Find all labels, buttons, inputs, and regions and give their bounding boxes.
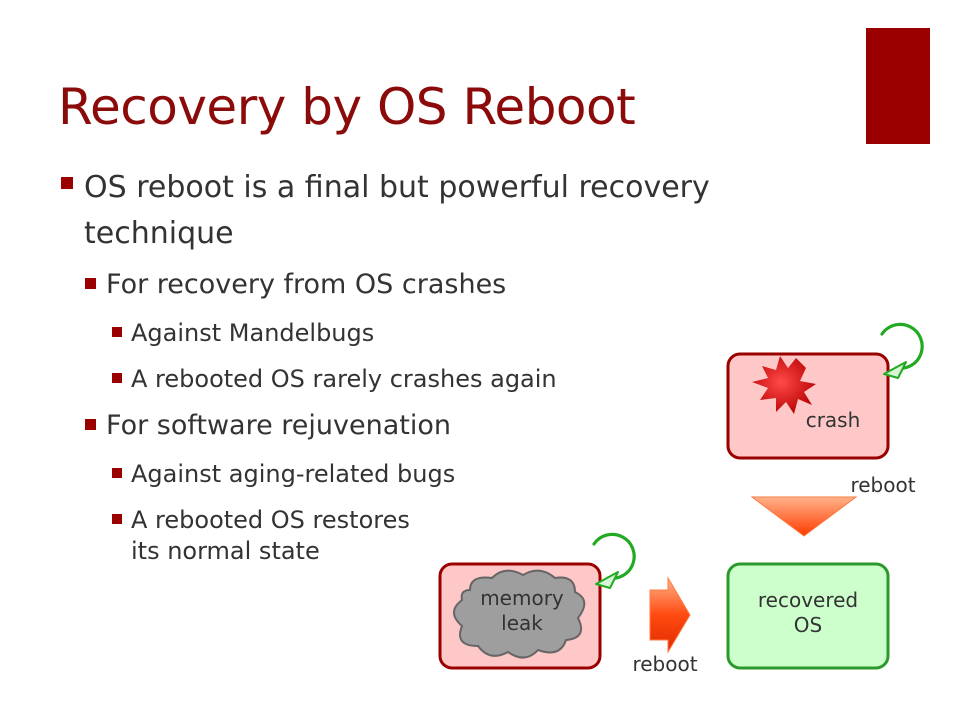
recovered-os-label: recovered OS xyxy=(757,588,859,637)
bullet-text-continued: its normal state xyxy=(131,537,320,565)
bullet-level3: Against aging-related bugs xyxy=(112,459,456,490)
bullet-level3: A rebooted OS restores its normal state xyxy=(112,505,410,567)
bullet-level3: A rebooted OS rarely crashes again xyxy=(112,364,557,395)
crash-label: crash xyxy=(805,408,861,432)
bullet-marker xyxy=(61,177,73,189)
recovered-os-box xyxy=(726,562,890,670)
accent-bar xyxy=(866,28,930,144)
bullet-level1: OS reboot is a final but powerful recove… xyxy=(61,165,710,257)
cloud-shape xyxy=(453,569,586,659)
reboot-label-bottom: reboot xyxy=(632,652,698,676)
bullet-marker xyxy=(112,514,122,524)
reboot-label-top: reboot xyxy=(850,473,916,497)
reboot-down-arrow xyxy=(750,496,858,537)
bullet-marker xyxy=(112,468,122,478)
bullet-level2: For recovery from OS crashes xyxy=(85,268,507,302)
explosion-icon xyxy=(752,356,816,414)
cycle-arrow-icon xyxy=(589,529,639,589)
memory-leak-label: memory leak xyxy=(480,586,564,635)
reboot-right-arrow xyxy=(649,576,691,654)
bullet-marker xyxy=(112,373,122,383)
bullet-level3: Against Mandelbugs xyxy=(112,318,375,349)
bullet-text: Against Mandelbugs xyxy=(131,319,375,347)
bullet-text: Against aging-related bugs xyxy=(131,460,456,488)
bullet-marker xyxy=(85,278,96,289)
cycle-arrow-icon xyxy=(877,319,927,379)
bullet-text-continued: technique xyxy=(84,216,234,251)
bullet-level2: For software rejuvenation xyxy=(85,409,452,443)
bullet-text: OS reboot is a final but powerful recove… xyxy=(84,170,710,205)
slide-title: Recovery by OS Reboot xyxy=(58,78,636,136)
bullet-text: For software rejuvenation xyxy=(106,410,452,441)
crash-box xyxy=(726,352,890,460)
bullet-marker xyxy=(85,419,96,430)
bullet-marker xyxy=(112,327,122,337)
bullet-text: A rebooted OS restores xyxy=(131,506,410,534)
bullet-text: For recovery from OS crashes xyxy=(106,269,507,300)
bullet-text: A rebooted OS rarely crashes again xyxy=(131,365,557,393)
